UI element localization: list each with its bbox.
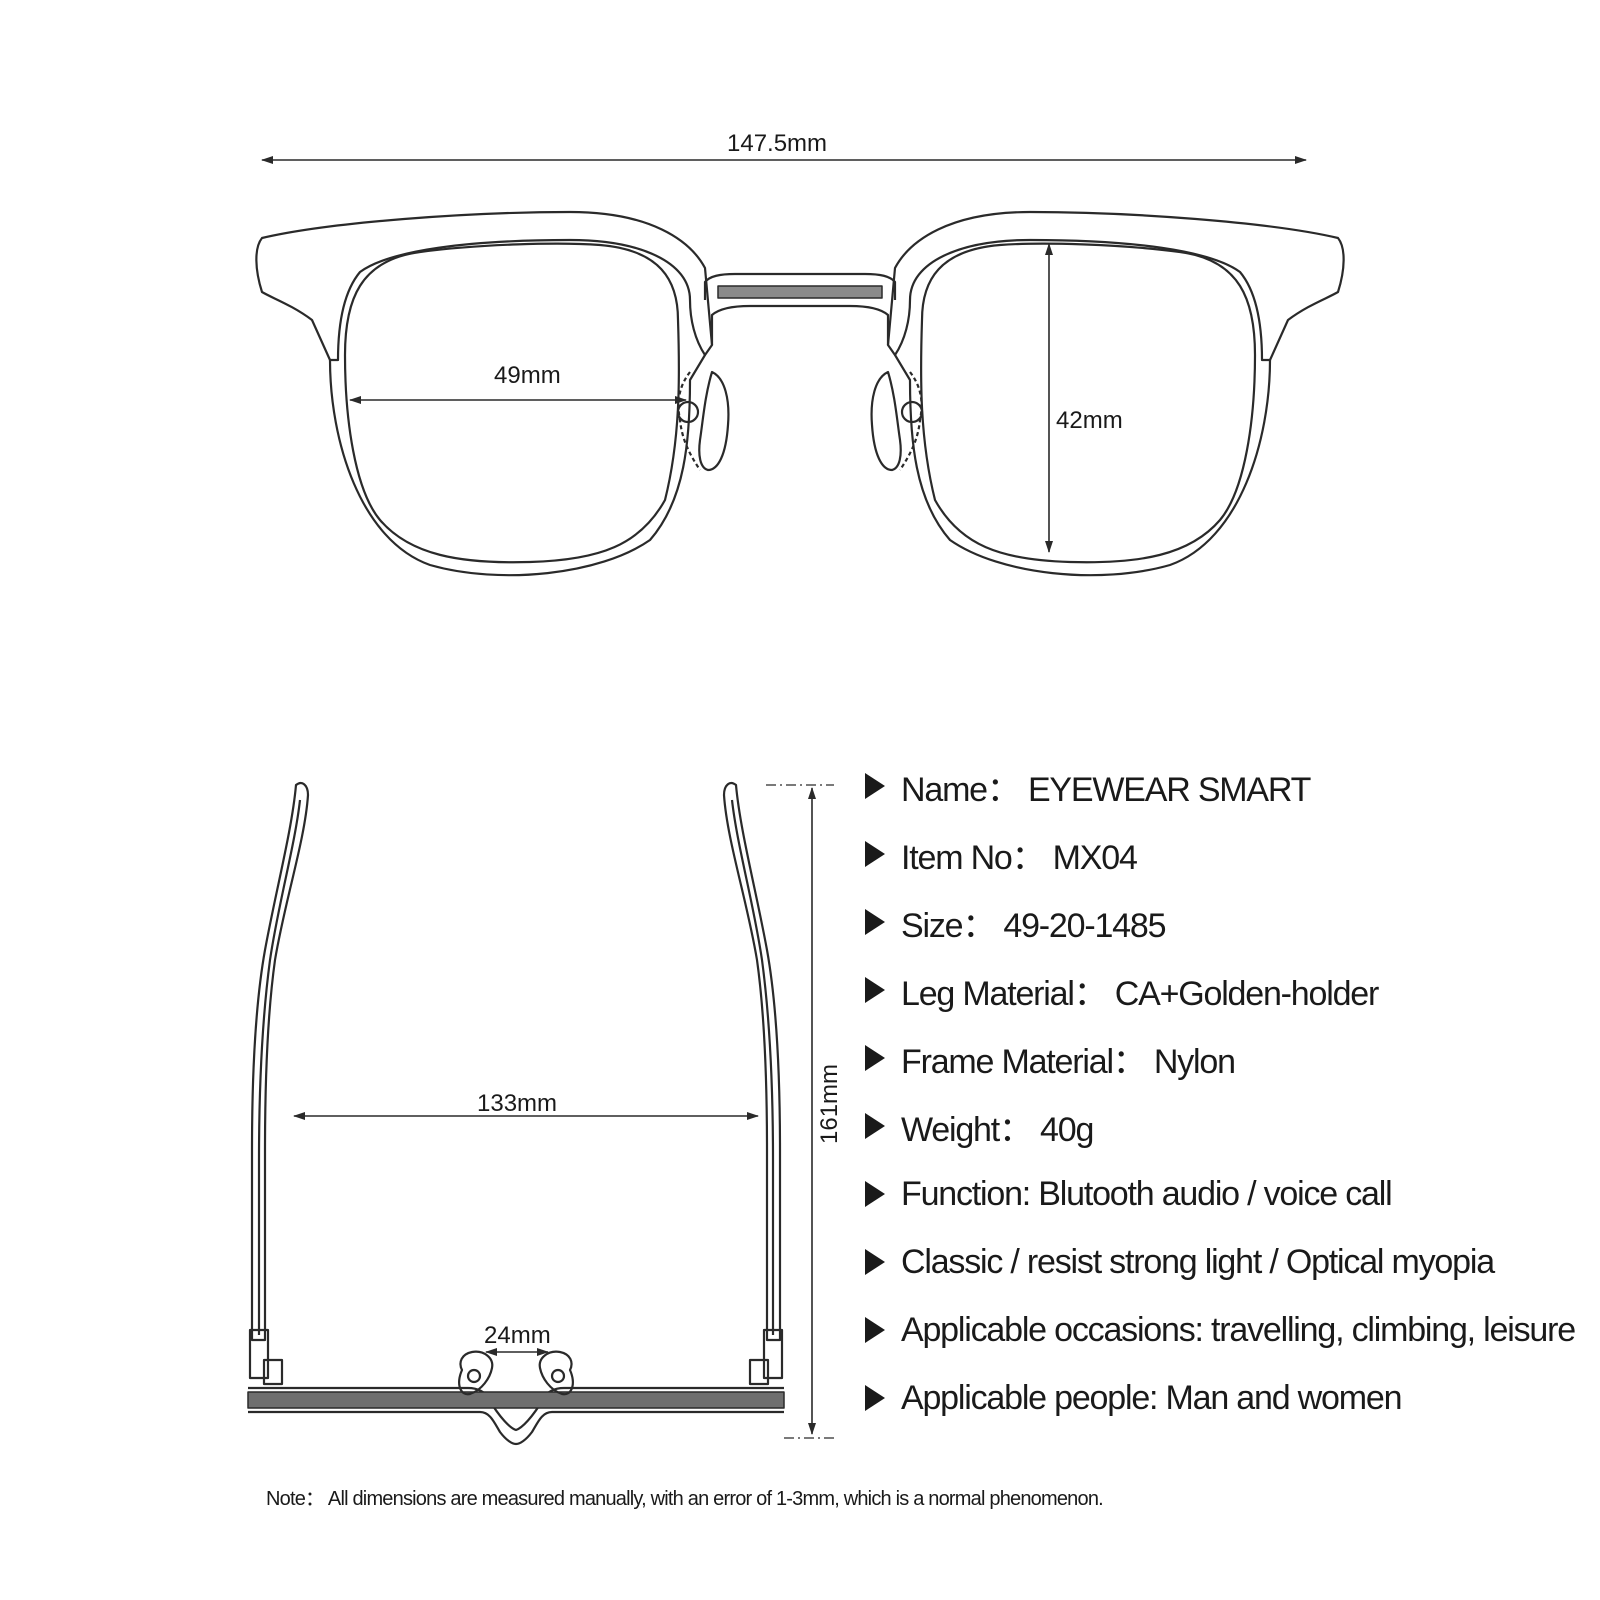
right-hinge-block bbox=[748, 1358, 770, 1386]
top-right-nose-pad bbox=[538, 1350, 574, 1396]
bridge-lower bbox=[710, 304, 890, 345]
left-hinge-block bbox=[262, 1358, 284, 1386]
left-pad-arm bbox=[677, 371, 701, 471]
left-hinge bbox=[248, 1328, 270, 1380]
spec-people: Applicable people: Man and women bbox=[865, 1364, 1585, 1432]
bridge-bar bbox=[717, 285, 883, 299]
right-lens bbox=[919, 242, 1257, 564]
spec-weight: Weight： 40g bbox=[865, 1092, 1585, 1160]
bullet-triangle-icon bbox=[865, 1045, 885, 1071]
bullet-triangle-icon bbox=[865, 773, 885, 799]
right-hinge bbox=[762, 1328, 784, 1380]
spec-item-no: Item No： MX04 bbox=[865, 820, 1585, 888]
temple-spread-label: 133mm bbox=[477, 1090, 558, 1117]
spec-occasions: Applicable occasions: travelling, climbi… bbox=[865, 1296, 1585, 1364]
left-temple-inner bbox=[257, 799, 302, 1335]
front-view-frame bbox=[255, 210, 1345, 577]
left-lens-rim bbox=[328, 354, 706, 577]
right-lens-rim bbox=[894, 354, 1272, 577]
bullet-triangle-icon bbox=[865, 841, 885, 867]
bullet-triangle-icon bbox=[865, 1385, 885, 1411]
total-width-label: 147.5mm bbox=[727, 130, 828, 157]
top-view-frame bbox=[247, 781, 785, 1446]
top-left-nose-pad bbox=[458, 1350, 494, 1396]
bullet-triangle-icon bbox=[865, 909, 885, 935]
bullet-triangle-icon bbox=[865, 977, 885, 1003]
spec-list: Name： EYEWEAR SMART Item No： MX04 Size： … bbox=[865, 752, 1585, 1432]
right-browline bbox=[886, 210, 1345, 362]
right-nose-pad bbox=[870, 370, 902, 472]
spec-features: Classic / resist strong light / Optical … bbox=[865, 1228, 1585, 1296]
left-browline bbox=[255, 210, 714, 362]
right-temple bbox=[722, 781, 782, 1342]
right-temple-inner bbox=[730, 799, 775, 1335]
bridge bbox=[703, 272, 897, 300]
bullet-triangle-icon bbox=[865, 1181, 885, 1207]
top-left-pad-screw bbox=[466, 1368, 482, 1384]
left-temple bbox=[250, 781, 310, 1342]
spec-function: Function: Blutooth audio / voice call bbox=[865, 1160, 1585, 1228]
lens-width-label: 49mm bbox=[494, 362, 561, 389]
bullet-triangle-icon bbox=[865, 1317, 885, 1343]
spec-size: Size： 49-20-1485 bbox=[865, 888, 1585, 956]
lens-height-label: 42mm bbox=[1056, 407, 1123, 434]
right-pad-arm bbox=[899, 371, 923, 471]
spec-name: Name： EYEWEAR SMART bbox=[865, 752, 1585, 820]
top-right-pad-screw bbox=[550, 1368, 566, 1384]
measurement-note: Note： All dimensions are measured manual… bbox=[266, 1488, 1104, 1510]
front-bar-fill bbox=[247, 1391, 785, 1409]
left-lens bbox=[343, 242, 681, 564]
bullet-triangle-icon bbox=[865, 1113, 885, 1139]
bridge-width-label: 24mm bbox=[484, 1322, 551, 1349]
left-nose-pad bbox=[698, 370, 730, 472]
temple-length-label: 161mm bbox=[816, 1063, 843, 1144]
spec-leg-material: Leg Material： CA+Golden-holder bbox=[865, 956, 1585, 1024]
bullet-triangle-icon bbox=[865, 1249, 885, 1275]
front-bar-bottom bbox=[248, 1410, 784, 1446]
spec-frame-material: Frame Material： Nylon bbox=[865, 1024, 1585, 1092]
